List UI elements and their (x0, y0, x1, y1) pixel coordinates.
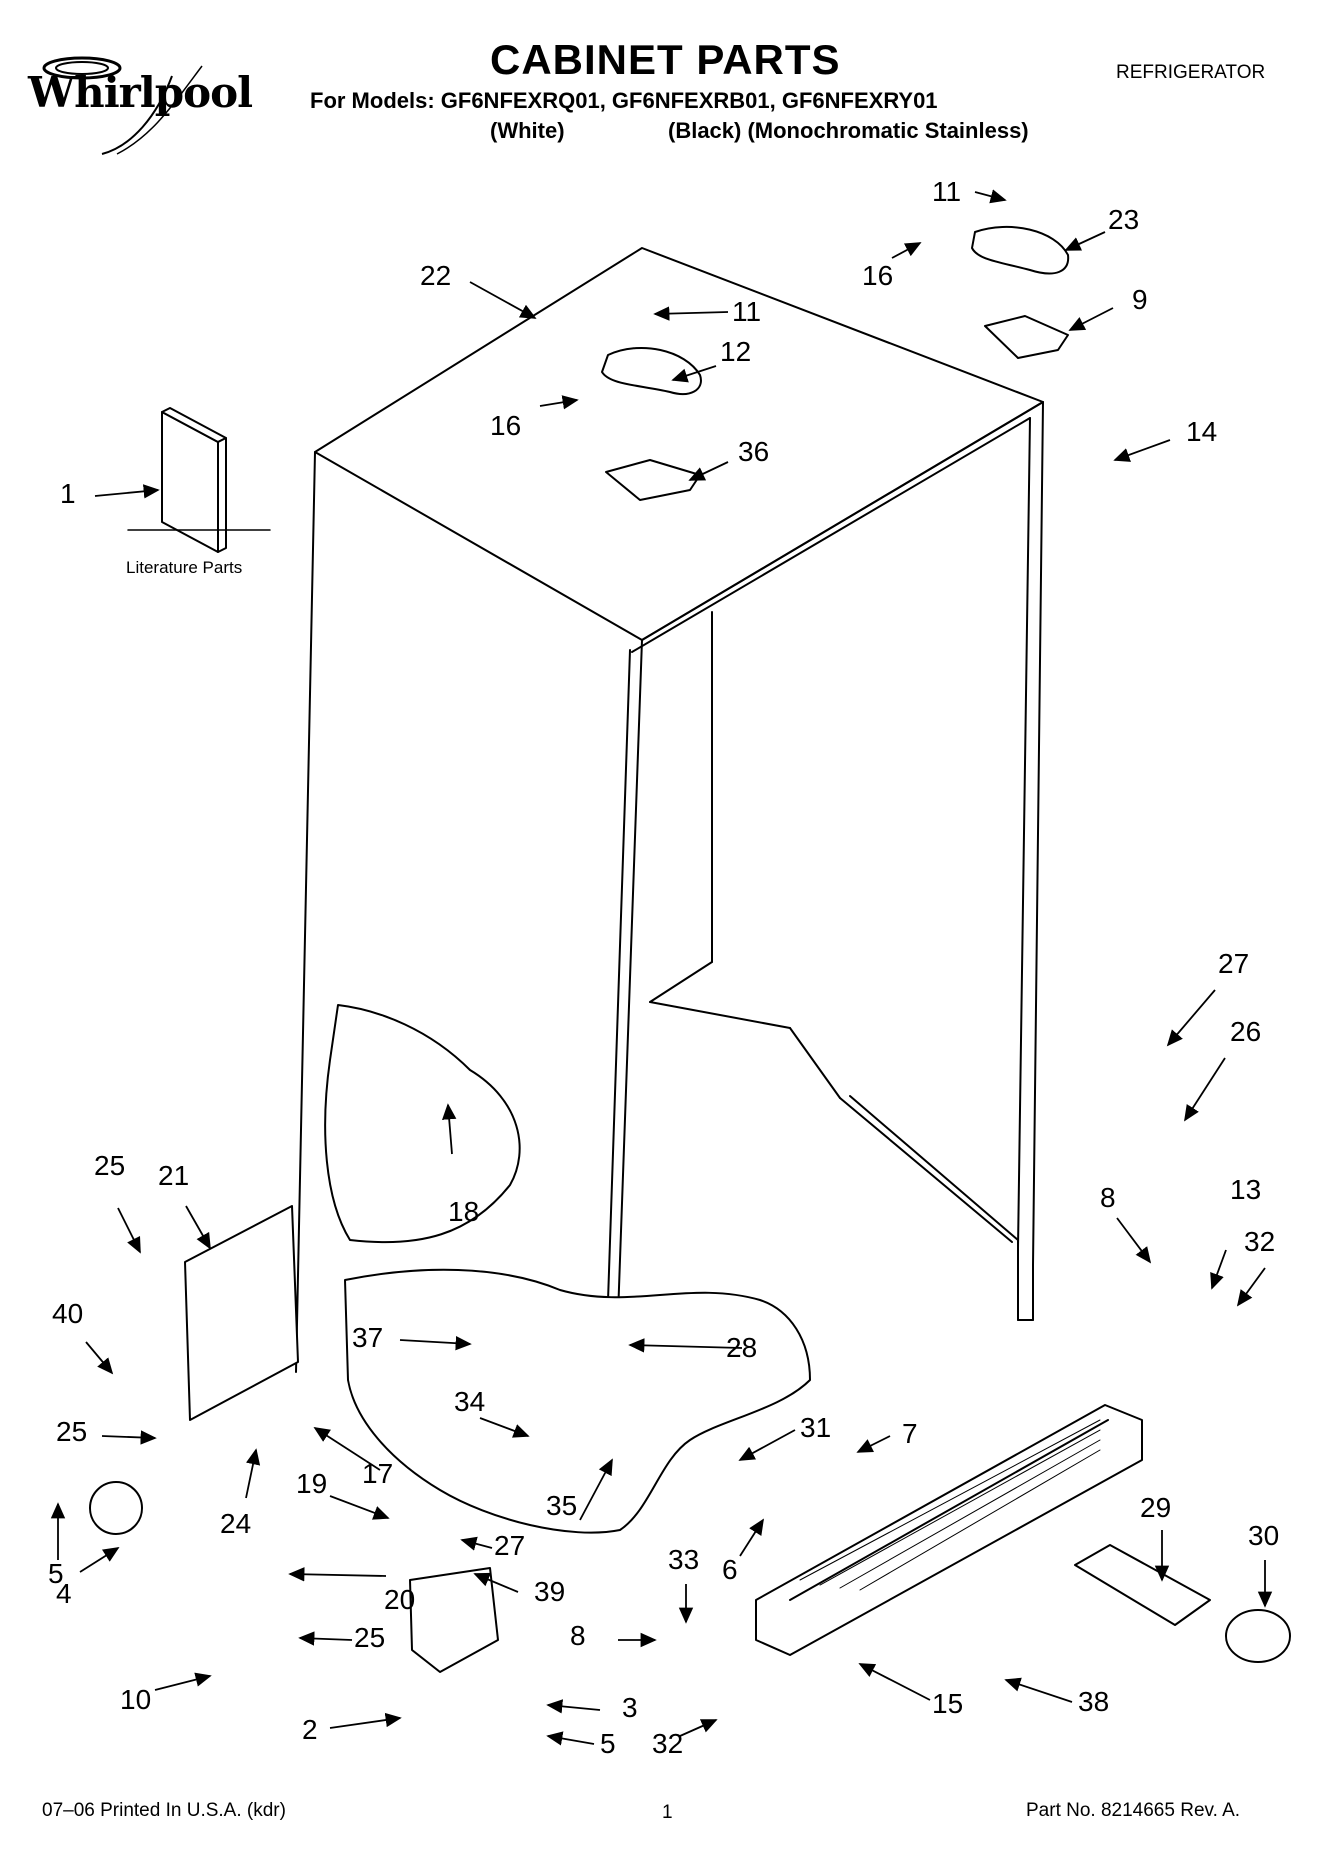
literature-booklet-part (127, 407, 271, 553)
callout-5: 5 (600, 1728, 616, 1759)
callout-32: 32 (652, 1728, 684, 1759)
callout-13: 13 (1230, 1174, 1262, 1205)
callout-10: 10 (120, 1684, 152, 1715)
part-number: Part No. 8214665 Rev. A. (1026, 1800, 1241, 1821)
callout-36: 36 (738, 436, 770, 467)
callout-14: 14 (1186, 416, 1218, 447)
filter-cap-part (1225, 1609, 1291, 1663)
callout-38: 38 (1078, 1686, 1110, 1717)
callout-28: 28 (726, 1332, 758, 1363)
brand-name: Whirlpool (28, 68, 253, 117)
color-others: (Black) (Monochromatic Stainless) (668, 118, 1029, 143)
callout-25: 25 (94, 1150, 126, 1181)
callout-12: 12 (720, 336, 752, 367)
callout-11: 11 (732, 296, 762, 327)
callout-3: 3 (622, 1692, 638, 1723)
callout-27: 27 (494, 1530, 526, 1561)
print-info: 07–06 Printed In U.S.A. (kdr) (42, 1800, 286, 1821)
callout-32: 32 (1244, 1226, 1276, 1257)
callout-19: 19 (296, 1468, 328, 1499)
callout-16: 16 (490, 410, 522, 441)
cutaway-view-lower (344, 1268, 811, 1534)
models-line: For Models: GF6NFEXRQ01, GF6NFEXRB01, GF… (310, 88, 938, 113)
callout-25: 25 (56, 1416, 88, 1447)
callout-26: 26 (1230, 1016, 1262, 1047)
base-grille-part (755, 1404, 1143, 1656)
callout-11: 11 (932, 176, 962, 207)
callout-17: 17 (362, 1458, 394, 1489)
hinge-cover-part (601, 347, 702, 395)
callout-5: 5 (48, 1558, 64, 1589)
page-title: CABINET PARTS (490, 36, 841, 83)
vent-panel-part (184, 1205, 299, 1421)
top-hinge-part (984, 315, 1069, 359)
callout-29: 29 (1140, 1492, 1172, 1523)
callout-25: 25 (354, 1622, 386, 1653)
callout-20: 20 (384, 1584, 416, 1615)
callout-23: 23 (1108, 204, 1140, 235)
callout-8: 8 (570, 1620, 586, 1651)
callout-34: 34 (454, 1386, 486, 1417)
callout-39: 39 (534, 1576, 566, 1607)
callout-18: 18 (448, 1196, 480, 1227)
callout-30: 30 (1248, 1520, 1280, 1551)
cutaway-view-upper (324, 1004, 521, 1244)
callout-7: 7 (902, 1418, 918, 1449)
callout-21: 21 (158, 1160, 190, 1191)
callout-9: 9 (1132, 284, 1148, 315)
brand-logo: Whirlpool (22, 46, 262, 156)
callout-16: 16 (862, 260, 894, 291)
appliance-type: REFRIGERATOR (1116, 62, 1266, 83)
callout-35: 35 (546, 1490, 578, 1521)
callout-4: 4 (56, 1578, 72, 1609)
roller-part (89, 1481, 143, 1535)
callout-37: 37 (352, 1322, 384, 1353)
literature-parts-label: Literature Parts (126, 558, 243, 577)
callout-22: 22 (420, 260, 452, 291)
callout-15: 15 (932, 1688, 964, 1719)
cabinet-shell-part (295, 247, 1044, 1373)
logo-swoosh-icon (42, 56, 203, 155)
callout-40: 40 (52, 1298, 84, 1329)
callout-33: 33 (668, 1544, 700, 1575)
callout-31: 31 (800, 1412, 832, 1443)
callout-8: 8 (1100, 1182, 1116, 1213)
hinge-cover-part (971, 225, 1070, 275)
color-white: (White) (490, 118, 565, 143)
top-hinge-part (605, 459, 701, 501)
callout-24: 24 (220, 1508, 252, 1539)
callout-27: 27 (1218, 948, 1250, 979)
page-number: 1 (662, 1802, 673, 1823)
callout-1: 1 (60, 478, 76, 509)
callout-6: 6 (722, 1554, 738, 1585)
bottom-hinge-part (409, 1567, 499, 1673)
water-filter-part (1074, 1544, 1211, 1626)
callout-2: 2 (302, 1714, 318, 1745)
